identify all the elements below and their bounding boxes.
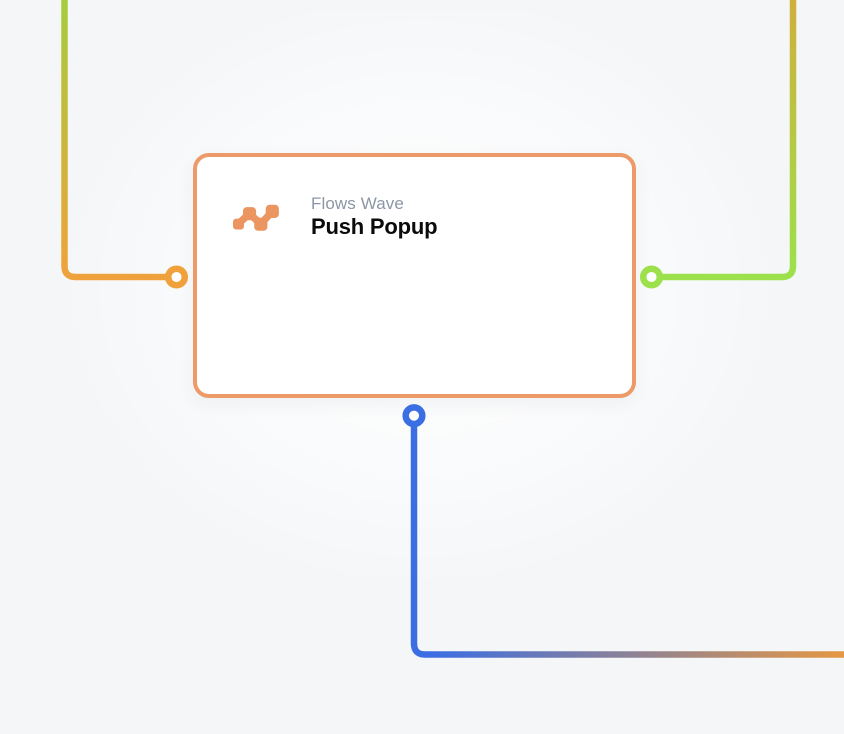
wave-icon (233, 204, 279, 231)
edge-bottom[interactable] (410, 425, 844, 658)
port-left[interactable] (164, 265, 189, 289)
node-text: Flows Wave Push Popup (311, 194, 438, 240)
edge-left[interactable] (61, 0, 167, 281)
node-push-popup[interactable]: Flows Wave Push Popup (193, 153, 636, 398)
node-header: Flows Wave Push Popup (233, 194, 632, 240)
port-right[interactable] (639, 265, 664, 289)
node-title: Push Popup (311, 214, 438, 239)
edge-right[interactable] (661, 0, 797, 281)
port-bottom[interactable] (402, 404, 426, 428)
node-subtitle: Flows Wave (311, 194, 404, 213)
